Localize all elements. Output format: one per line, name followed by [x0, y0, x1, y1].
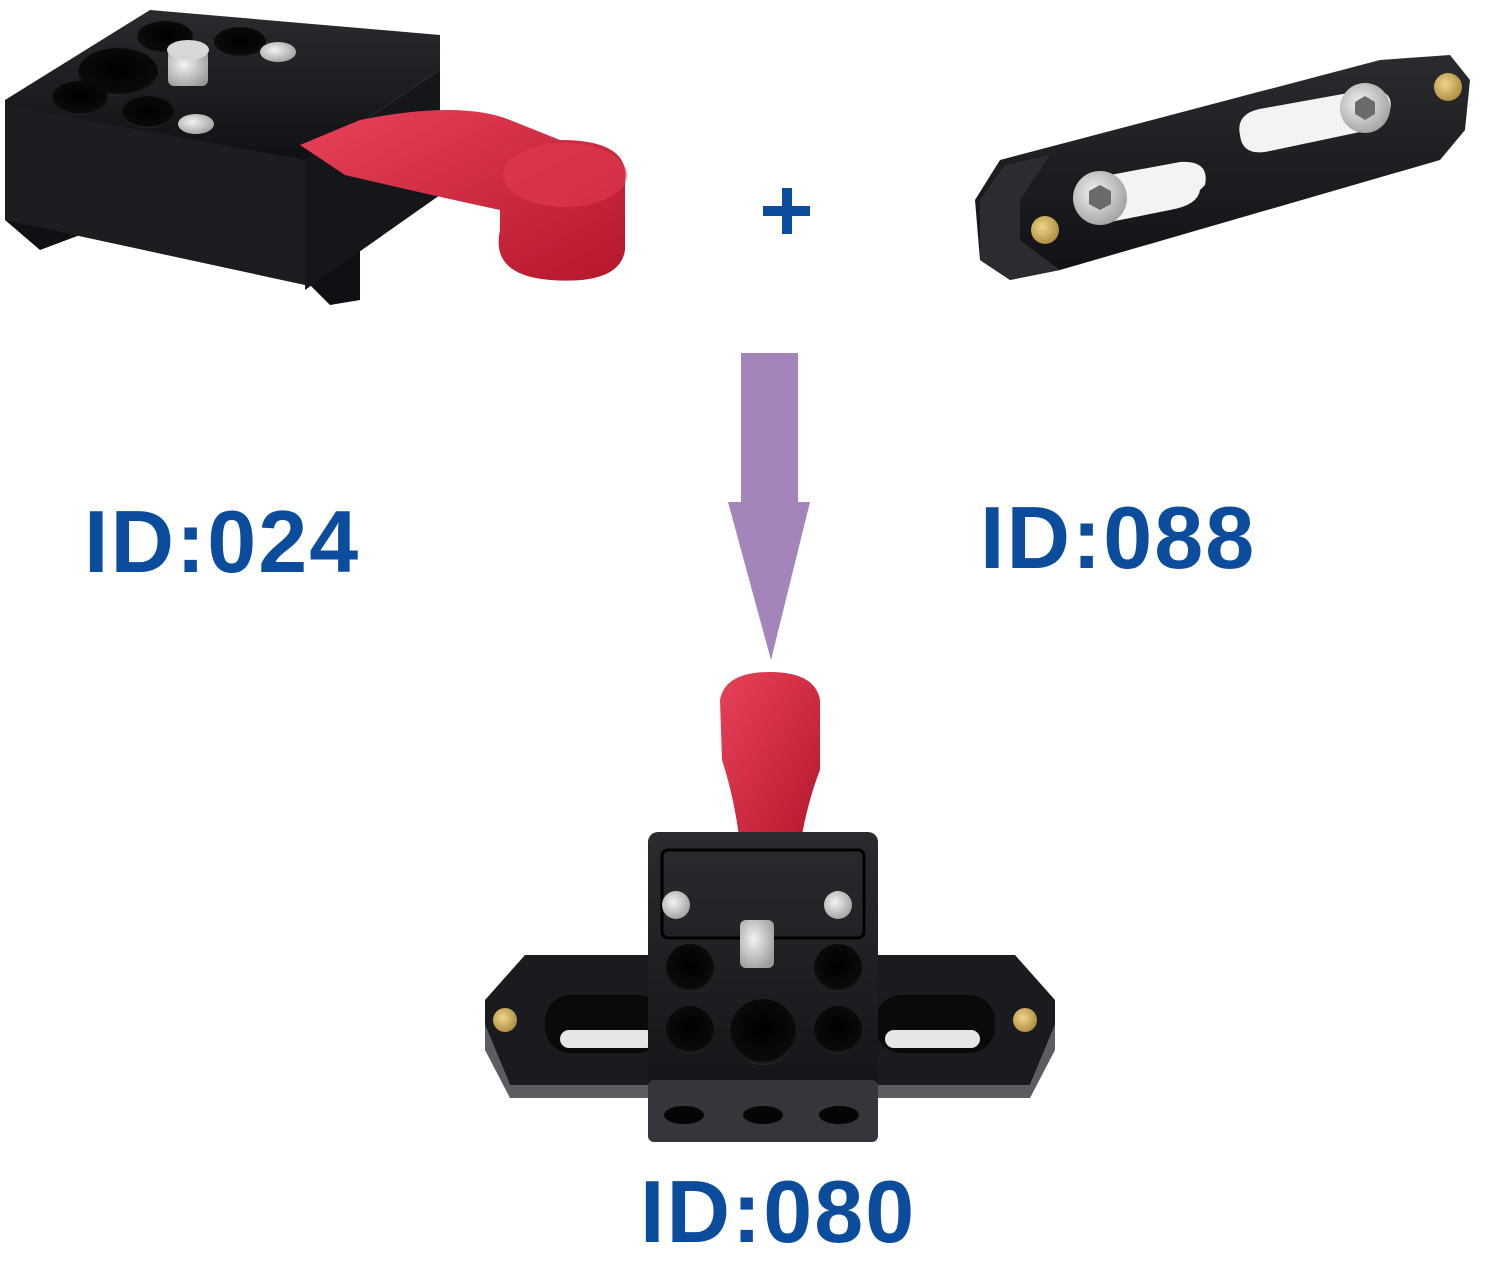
product-id-label-rail: ID:088: [980, 488, 1257, 587]
product-id-label-assembly: ID:080: [640, 1162, 917, 1261]
product-id-label-clamp: ID:024: [84, 492, 361, 591]
product-image-assembly: [485, 672, 1055, 1142]
product-image-clamp: [5, 10, 627, 305]
arrow-down-icon: [728, 353, 810, 660]
product-image-rail: [975, 55, 1470, 280]
plus-icon: [763, 188, 810, 234]
